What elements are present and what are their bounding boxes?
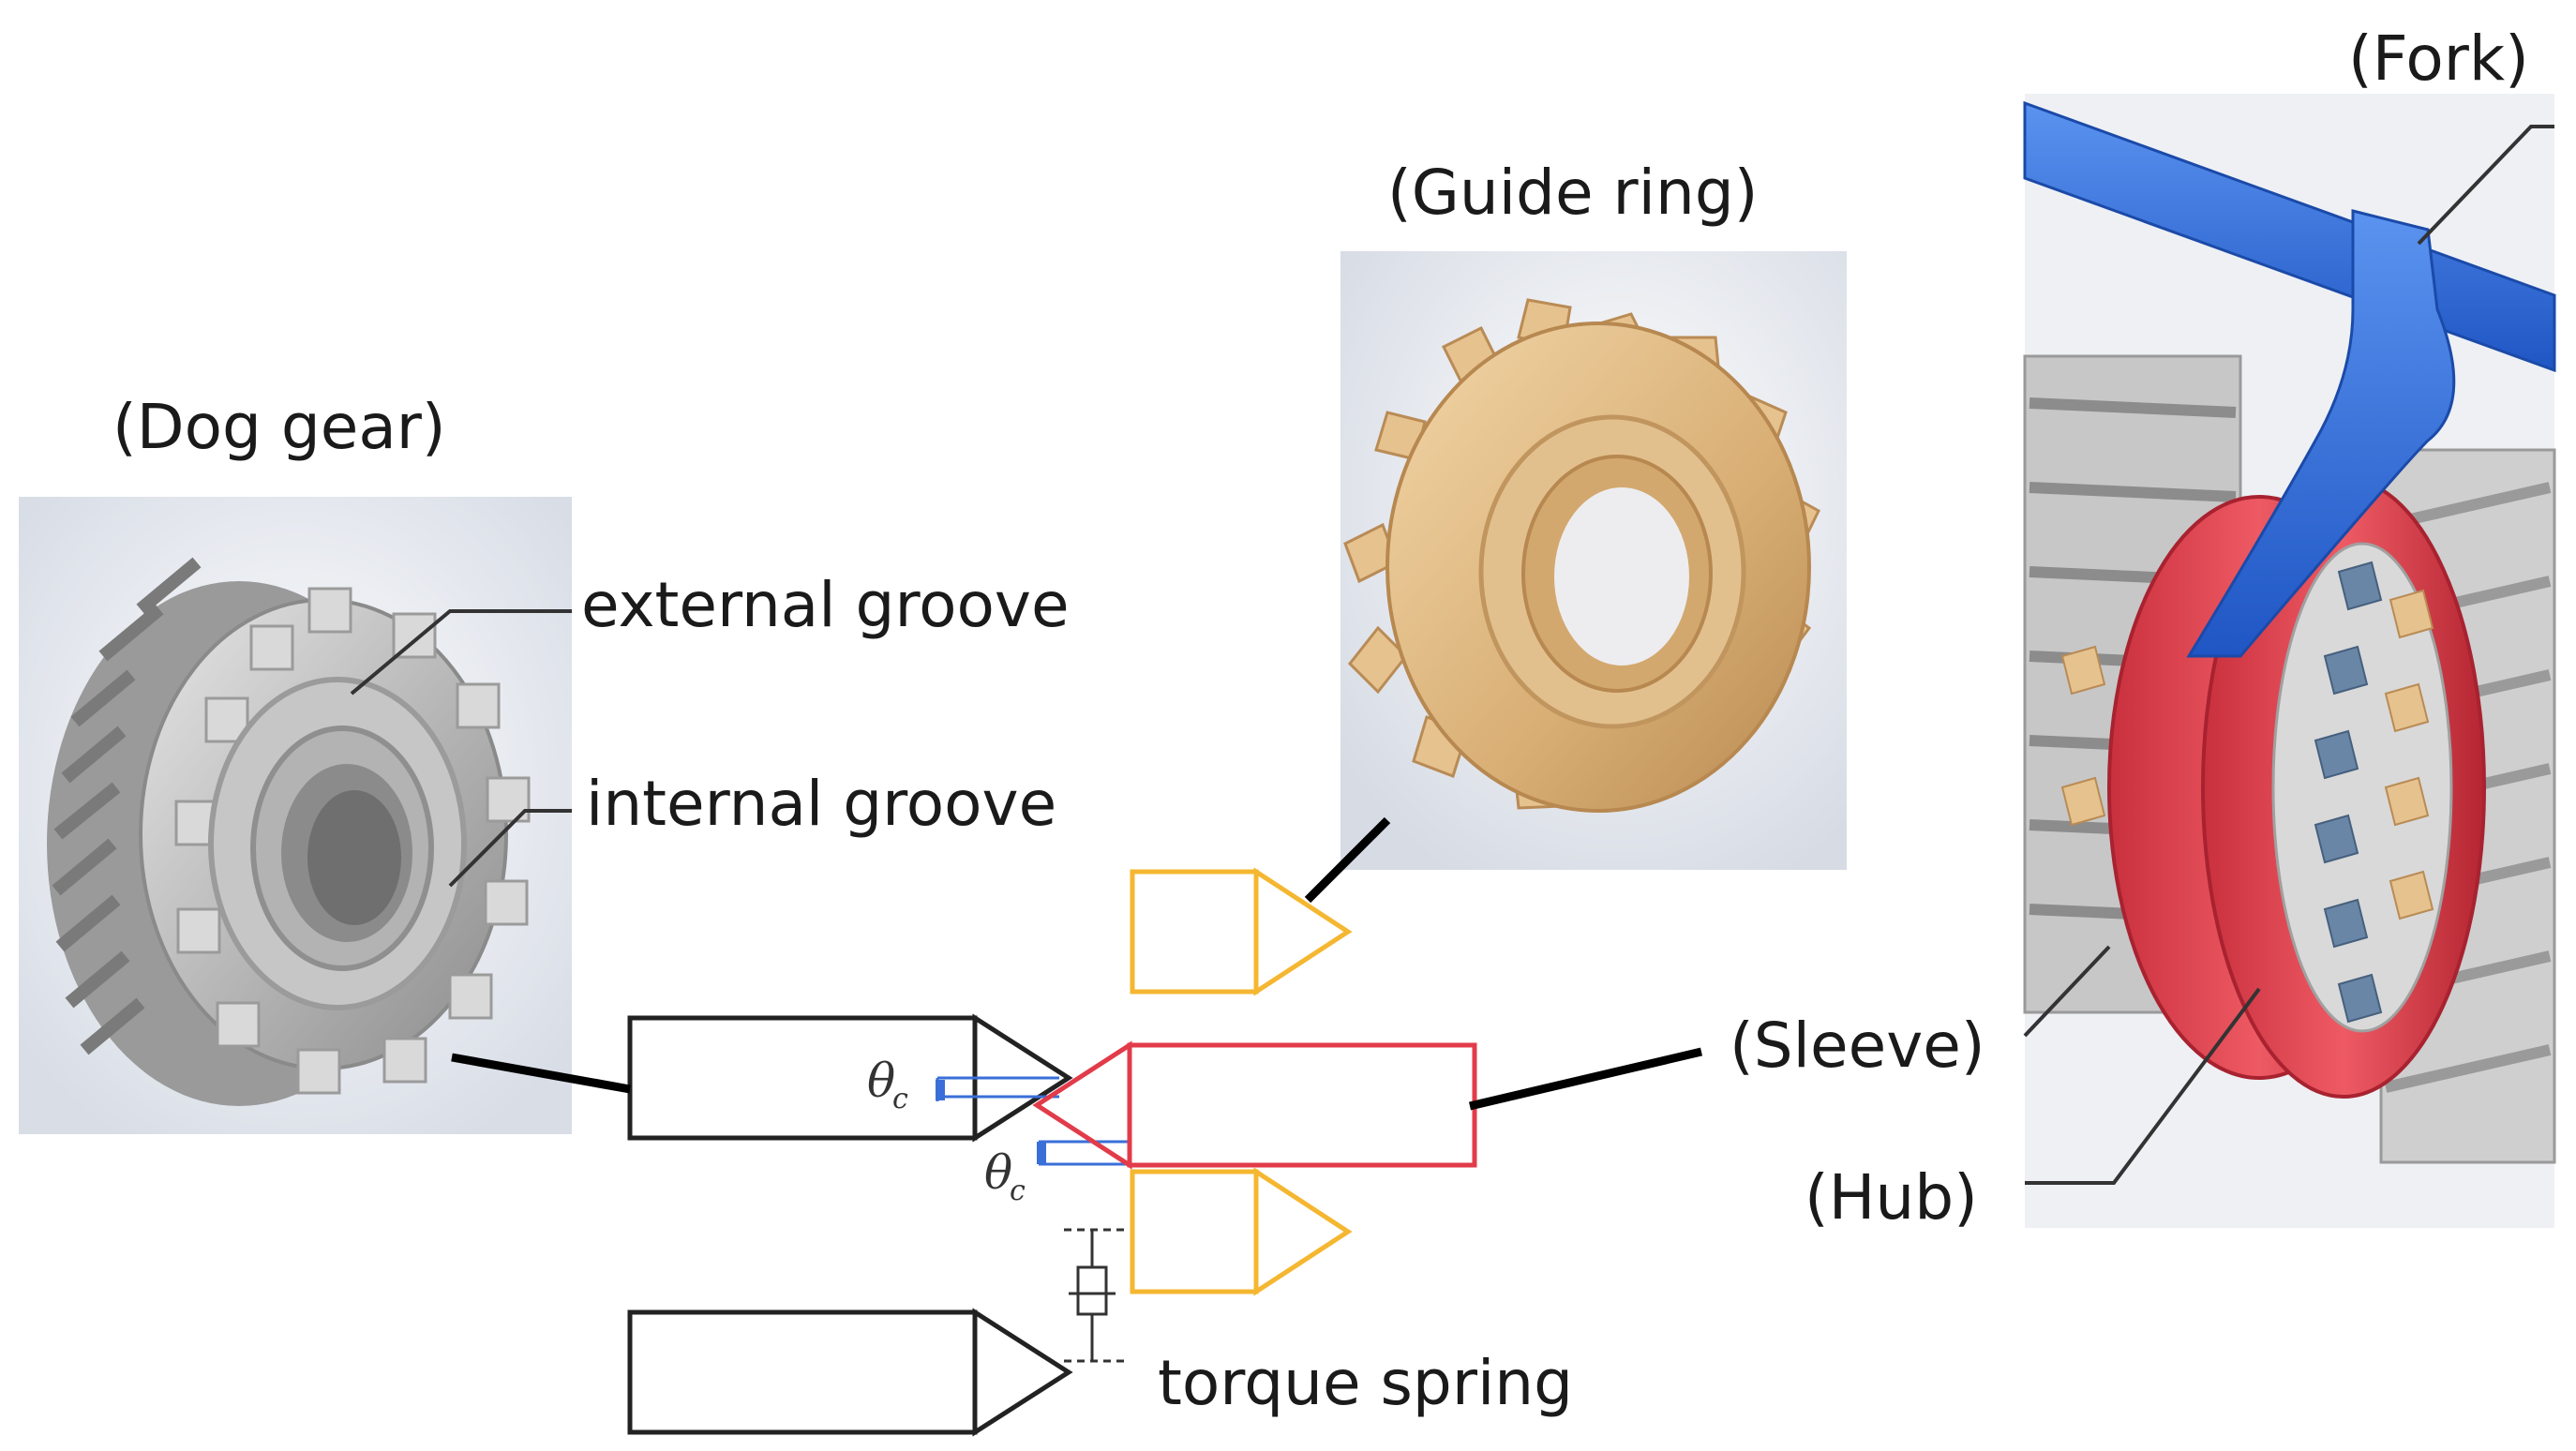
- upper-guide-ring-block: [1130, 869, 1259, 995]
- angle-marker-lower: [1039, 1140, 1130, 1166]
- theta-c-upper-symbol: θ: [867, 1054, 895, 1108]
- external-groove-label: external groove: [581, 569, 1070, 641]
- sleeve-label: (Sleeve): [1730, 1010, 1985, 1082]
- bottom-gear-tooth: [972, 1308, 1073, 1437]
- guide-ring-label: (Guide ring): [1387, 157, 1758, 229]
- internal-groove-label: internal groove: [586, 768, 1056, 840]
- theta-c-lower-symbol: θ: [984, 1145, 1012, 1200]
- torque-spring-symbol: [1064, 1228, 1130, 1363]
- hub-label: (Hub): [1805, 1161, 1978, 1234]
- sleeve-block: [1127, 1042, 1477, 1168]
- angle-marker-upper: [936, 1076, 1059, 1101]
- guide-ring-figure: [1340, 251, 1847, 870]
- guide-ring-leader: [1304, 816, 1391, 904]
- hub-leader: [2025, 987, 2261, 1185]
- fork-label: (Fork): [2348, 22, 2529, 95]
- fork-body: [2186, 209, 2456, 658]
- upper-guide-ring-tooth: [1253, 867, 1353, 996]
- bottom-gear-block: [627, 1309, 978, 1435]
- torque-spring-label: torque spring: [1158, 1347, 1573, 1419]
- theta-c-lower-sub: c: [1010, 1174, 1026, 1207]
- dog-gear-leader: [451, 1053, 631, 1094]
- internal-groove-leader: [448, 809, 572, 888]
- sleeve-assembly-leader: [2023, 945, 2111, 1038]
- sleeve-leader: [1468, 1047, 1703, 1111]
- theta-c-upper-sub: c: [892, 1083, 908, 1115]
- dog-gear-figure: [19, 497, 572, 1134]
- lower-guide-ring-block: [1130, 1169, 1259, 1294]
- sleeve-tooth: [1032, 1040, 1132, 1170]
- dog-gear-block: [627, 1015, 978, 1141]
- fork-leader: [2417, 125, 2554, 246]
- lower-guide-ring-tooth: [1253, 1167, 1353, 1296]
- external-groove-leader: [350, 609, 572, 696]
- assembly-figure: [2023, 94, 2556, 1228]
- dog-gear-label: (Dog gear): [112, 391, 446, 463]
